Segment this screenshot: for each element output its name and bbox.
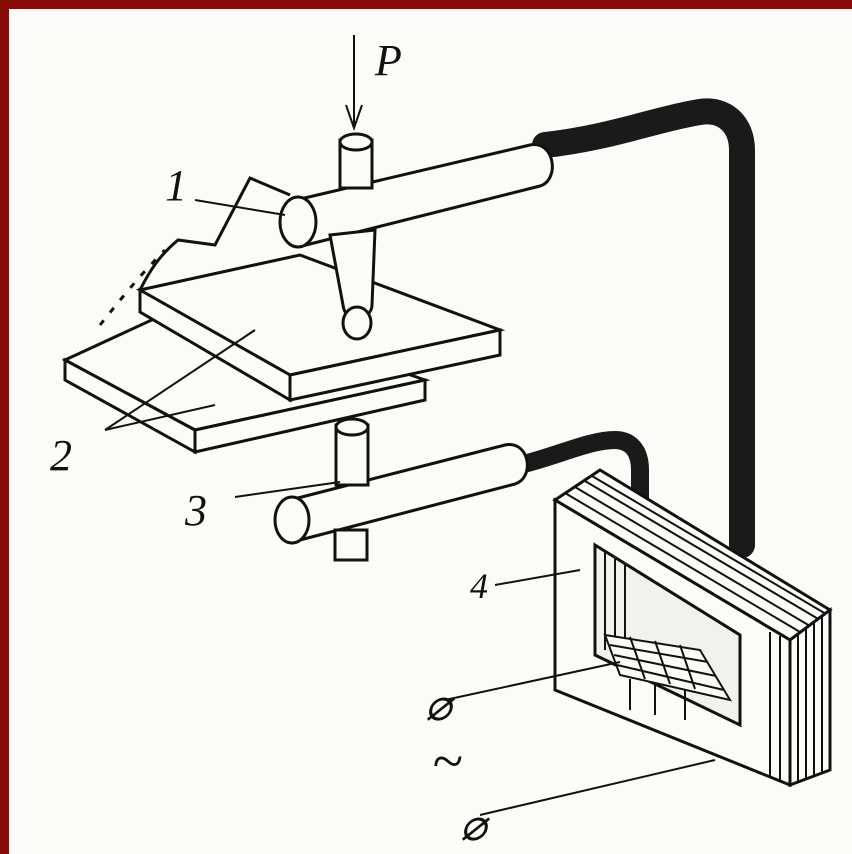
- lower-electrode-arm: [273, 417, 529, 562]
- leader-lines: [104, 199, 716, 816]
- ac-symbol: ~: [432, 731, 462, 793]
- force-arrow: [345, 35, 363, 132]
- lower-cable: [511, 430, 649, 609]
- terminal-lower: ⌀: [460, 801, 491, 850]
- label-upper-electrode: 1: [165, 161, 187, 210]
- force-label: P: [374, 36, 402, 85]
- label-workpieces: 2: [50, 431, 72, 480]
- terminal-upper: ⌀: [425, 681, 456, 730]
- transformer-winding: [603, 633, 733, 720]
- label-transformer: 4: [470, 566, 488, 606]
- upper-cable: [532, 98, 755, 558]
- label-lower-electrode: 3: [184, 486, 207, 535]
- transformer-core: [552, 468, 833, 788]
- upper-electrode-arm: [278, 132, 554, 341]
